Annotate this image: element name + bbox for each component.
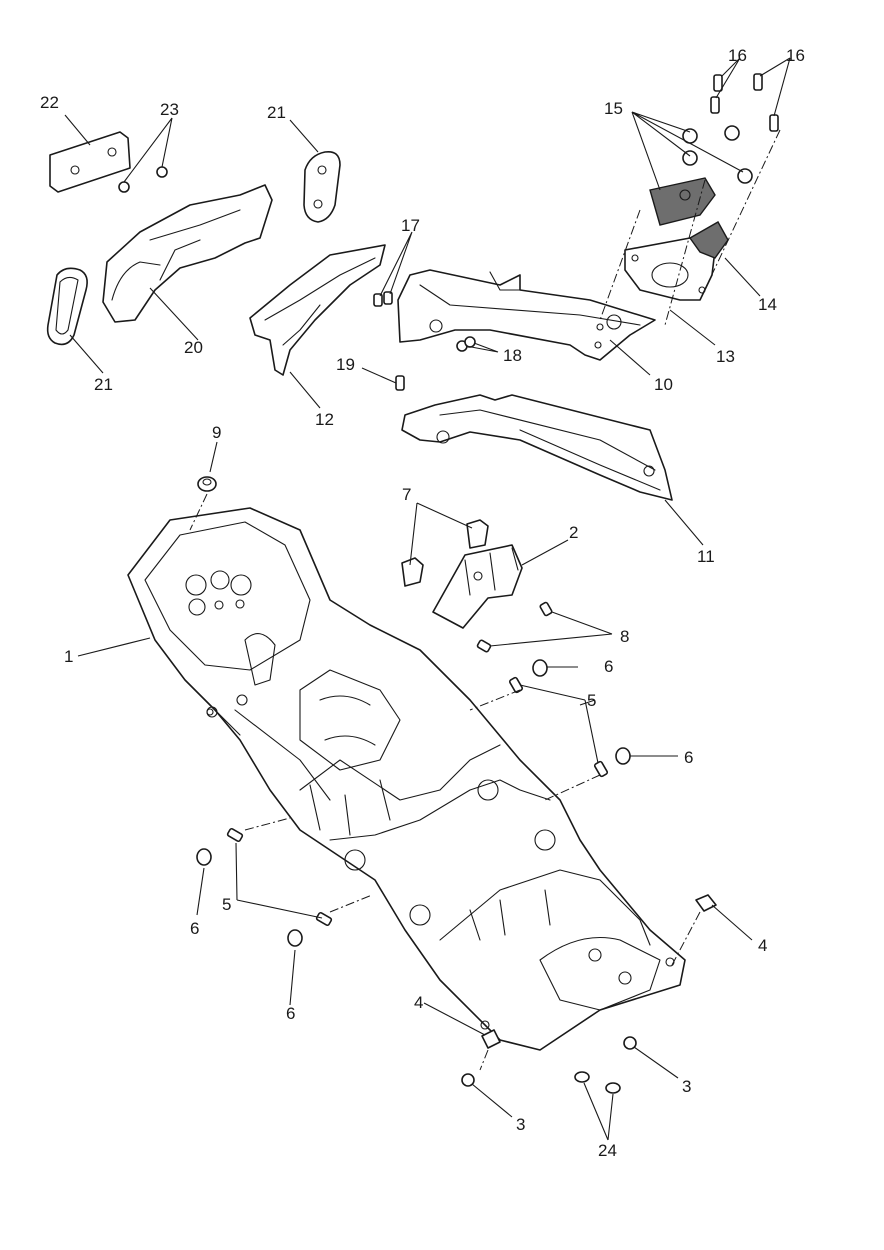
callout-22: 22 <box>40 93 59 112</box>
callout-16: 16 <box>728 46 747 65</box>
part-10-upper-bracket <box>397 269 656 361</box>
callout-16: 16 <box>786 46 805 65</box>
callout-6: 6 <box>684 748 693 767</box>
callout-4: 4 <box>414 993 423 1012</box>
callout-21: 21 <box>94 375 113 394</box>
part-16-bolts <box>710 73 779 132</box>
part-21-pad-right <box>303 150 341 223</box>
part-6-washers <box>196 659 631 947</box>
part-24-grommets <box>574 1071 621 1094</box>
callout-5: 5 <box>587 691 596 710</box>
part-18-nuts <box>456 336 476 352</box>
part-8-screws <box>476 601 553 653</box>
part-19-screw <box>395 375 405 391</box>
part-7-clips <box>401 519 489 587</box>
part-12-side-panel <box>249 244 386 376</box>
callout-3: 3 <box>682 1077 691 1096</box>
callout-20: 20 <box>184 338 203 357</box>
leader-lines <box>64 57 791 1141</box>
callout-14: 14 <box>758 295 777 314</box>
callout-8: 8 <box>620 627 629 646</box>
part-22-plate <box>49 131 131 193</box>
part-1-rear-undertray <box>127 507 686 1051</box>
callout-6: 6 <box>286 1004 295 1023</box>
part-14-cover-plate <box>688 221 729 259</box>
callout-4: 4 <box>758 936 767 955</box>
callout-10: 10 <box>654 375 673 394</box>
part-3-screws <box>461 1036 637 1087</box>
callout-9: 9 <box>212 423 221 442</box>
callout-6: 6 <box>604 657 613 676</box>
part-15-grommets <box>649 125 753 226</box>
callout-2: 2 <box>569 523 578 542</box>
callout-1: 1 <box>64 647 73 666</box>
callout-17: 17 <box>401 216 420 235</box>
callout-13: 13 <box>716 347 735 366</box>
part-20-grab-handle <box>102 184 273 323</box>
callout-21: 21 <box>267 103 286 122</box>
callout-labels: 1 2 3 3 4 4 5 5 6 6 6 6 7 8 9 10 11 12 1… <box>40 46 805 1160</box>
part-2-bracket <box>432 544 523 629</box>
part-21-pad-left <box>46 267 88 346</box>
callout-6: 6 <box>190 919 199 938</box>
callout-15: 15 <box>604 99 623 118</box>
part-11-lower-bracket <box>401 394 673 501</box>
callout-12: 12 <box>315 410 334 429</box>
callout-7: 7 <box>402 485 411 504</box>
part-17-screws <box>373 291 393 307</box>
part-5-bolts <box>226 676 609 927</box>
callout-24: 24 <box>598 1141 617 1160</box>
part-4-clip-nuts <box>481 894 717 1049</box>
callout-5: 5 <box>222 895 231 914</box>
callout-11: 11 <box>697 547 715 566</box>
callout-3: 3 <box>516 1115 525 1134</box>
assembly-centerlines <box>244 129 781 1071</box>
callout-23: 23 <box>160 100 179 119</box>
part-9-grommet <box>197 476 217 492</box>
callout-19: 19 <box>336 355 355 374</box>
callout-18: 18 <box>503 346 522 365</box>
